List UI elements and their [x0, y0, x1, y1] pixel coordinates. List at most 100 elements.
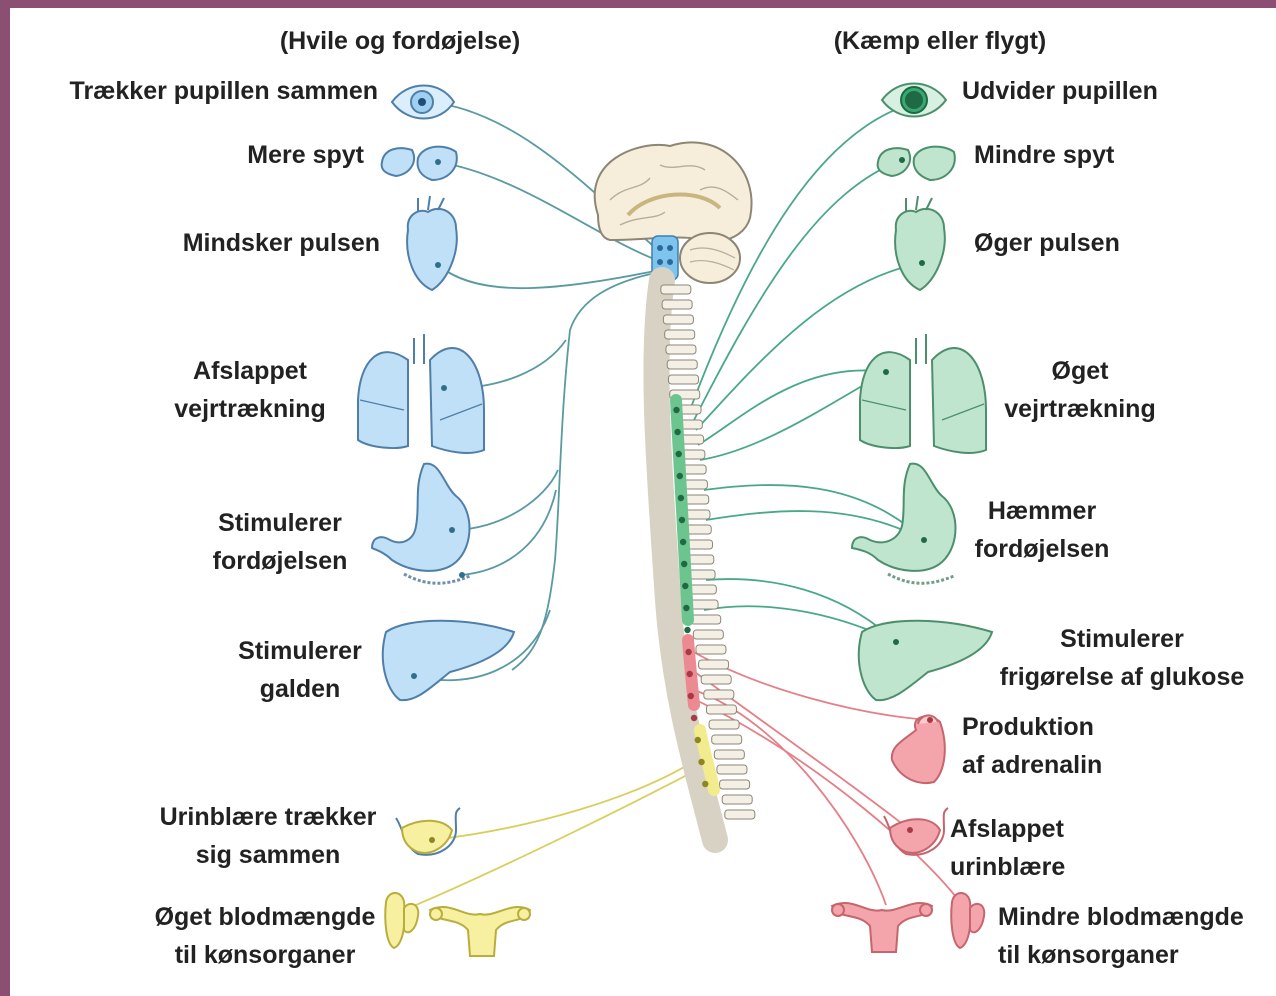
- nerve-heart-parasympathetic: [438, 265, 660, 288]
- label-right-bladder-line1: Afslappet: [950, 810, 1150, 848]
- vertebra: [661, 285, 691, 294]
- ganglion-dot: [678, 495, 684, 501]
- label-right-lungs-line1: Øget: [980, 352, 1180, 390]
- ganglion-dot: [680, 539, 686, 545]
- vertebra: [663, 315, 693, 324]
- ganglion-dot: [702, 781, 708, 787]
- nerve-stomach-sympathetic: [704, 485, 924, 540]
- adrenal-kidney: [892, 715, 945, 783]
- ganglion-dot: [677, 473, 683, 479]
- vertebra: [717, 765, 747, 774]
- ganglion-dot: [685, 649, 691, 655]
- ganglion-dot: [683, 605, 689, 611]
- stomach-left: [372, 464, 470, 584]
- heart-right: [895, 196, 945, 290]
- nerve-vagus-trunk: [512, 272, 660, 670]
- label-right-adrenal-line1: Produktion: [962, 708, 1182, 746]
- nerve-bladder-parasympathetic: [432, 752, 708, 840]
- lungs-left: [358, 334, 484, 453]
- nerve-lungs-sympathetic: [698, 370, 886, 445]
- label-left-liver-line2: galden: [200, 670, 400, 708]
- vertebra: [699, 660, 729, 669]
- vertebra: [665, 330, 695, 339]
- label-right-saliva: Mindre spyt: [974, 136, 1194, 174]
- heart-left: [407, 196, 457, 290]
- ganglion-dot: [681, 561, 687, 567]
- label-right-liver-line1: Stimulerer: [980, 620, 1264, 658]
- label-left-lungs-line2: vejrtrækning: [150, 390, 350, 428]
- label-right-adrenal: Produktion af adrenalin: [962, 708, 1182, 784]
- salivary-glands-left: [382, 147, 457, 180]
- vertebra: [691, 615, 721, 624]
- genitals-left: [385, 893, 530, 956]
- diagram-canvas: (Hvile og fordøjelse) (Kæmp eller flygt)…: [10, 8, 1276, 996]
- liver-right: [859, 621, 992, 700]
- label-left-genitals-line2: til kønsorganer: [140, 936, 390, 974]
- header-sympathetic: (Kæmp eller flygt): [800, 22, 1080, 60]
- vertebra: [666, 345, 696, 354]
- bladder-left: [396, 808, 460, 855]
- label-right-stomach: Hæmmer fordøjelsen: [942, 492, 1142, 568]
- vertebra: [693, 630, 723, 639]
- ganglion-dot: [691, 715, 697, 721]
- label-left-stomach-line2: fordøjelsen: [180, 542, 380, 580]
- brain: [595, 142, 752, 283]
- label-left-bladder-line2: sig sammen: [138, 836, 398, 874]
- liver-left: [383, 621, 514, 700]
- vertebra: [704, 690, 734, 699]
- genitals-right: [832, 893, 984, 952]
- label-left-lungs: Afslappet vejrtrækning: [150, 352, 350, 428]
- label-right-lungs: Øget vejrtrækning: [980, 352, 1180, 428]
- ganglion-dot: [698, 759, 704, 765]
- ganglion-dot: [673, 407, 679, 413]
- vertebra: [696, 645, 726, 654]
- label-right-adrenal-line2: af adrenalin: [962, 746, 1182, 784]
- label-left-bladder-line1: Urinblære trækker: [138, 798, 398, 836]
- label-right-liver: Stimulerer frigørelse af glukose: [980, 620, 1264, 696]
- ganglion-dot: [679, 517, 685, 523]
- spinal-column: [656, 280, 754, 840]
- label-left-lungs-line1: Afslappet: [150, 352, 350, 390]
- ganglion-dot: [687, 671, 693, 677]
- vertebra: [722, 795, 752, 804]
- vertebra: [667, 360, 697, 369]
- label-left-heart: Mindsker pulsen: [110, 224, 380, 262]
- label-right-liver-line2: frigørelse af glukose: [980, 658, 1264, 696]
- label-left-bladder: Urinblære trækker sig sammen: [138, 798, 398, 874]
- ganglion-dot: [676, 451, 682, 457]
- cerebellum: [680, 233, 740, 283]
- label-right-heart: Øger pulsen: [974, 224, 1194, 262]
- ganglion-dot: [674, 429, 680, 435]
- label-right-stomach-line2: fordøjelsen: [942, 530, 1142, 568]
- eye-constricted: [392, 86, 454, 119]
- label-right-genitals-line2: til kønsorganer: [998, 936, 1268, 974]
- label-left-stomach: Stimulerer fordøjelsen: [180, 504, 380, 580]
- vertebra: [701, 675, 731, 684]
- vertebra: [709, 720, 739, 729]
- label-right-bladder-line2: urinblære: [950, 848, 1150, 886]
- label-left-genitals-line1: Øget blodmængde: [140, 898, 390, 936]
- vertebra: [725, 810, 755, 819]
- vertebra: [714, 750, 744, 759]
- vertebra: [706, 705, 736, 714]
- label-left-eye: Trækker pupillen sammen: [30, 72, 378, 110]
- label-right-lungs-line2: vejrtrækning: [980, 390, 1180, 428]
- vertebra: [669, 375, 699, 384]
- vertebra: [720, 780, 750, 789]
- label-left-stomach-line1: Stimulerer: [180, 504, 380, 542]
- vertebra: [662, 300, 692, 309]
- label-left-genitals: Øget blodmængde til kønsorganer: [140, 898, 390, 974]
- label-right-bladder: Afslappet urinblære: [950, 810, 1150, 886]
- label-right-stomach-line1: Hæmmer: [942, 492, 1142, 530]
- label-right-eye: Udvider pupillen: [962, 72, 1222, 110]
- lungs-right: [860, 334, 986, 453]
- salivary-glands-right: [878, 147, 955, 180]
- header-parasympathetic: (Hvile og fordøjelse): [260, 22, 540, 60]
- bladder-right: [884, 808, 948, 855]
- ganglion-dot: [688, 693, 694, 699]
- label-right-genitals-line1: Mindre blodmængde: [998, 898, 1268, 936]
- label-left-saliva: Mere spyt: [130, 136, 364, 174]
- ganglion-dot: [684, 627, 690, 633]
- ganglion-dot: [695, 737, 701, 743]
- stomach-right: [852, 464, 956, 584]
